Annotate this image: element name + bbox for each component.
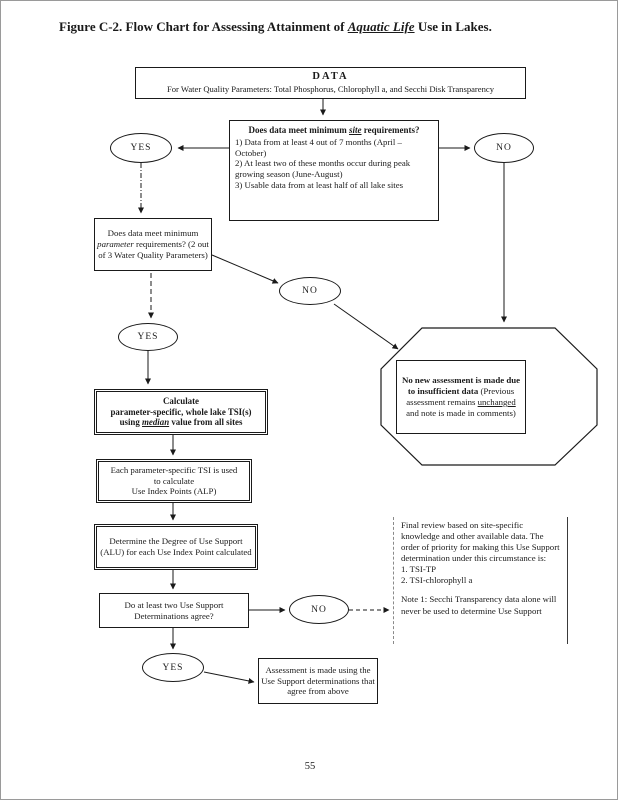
figure-title: Figure C-2. Flow Chart for Assessing Att… (59, 19, 579, 35)
no-assessment-box: No new assessment is made due to insuffi… (396, 360, 526, 434)
page-number: 55 (304, 761, 316, 772)
decision-oval-no-bottom: NO (289, 595, 349, 624)
figure-title-suffix: Use in Lakes. (414, 19, 492, 34)
decision-oval-no-top: NO (474, 133, 534, 163)
site-requirements-box: Does data meet minimum site requirements… (229, 120, 439, 221)
site-item-2: 2) At least two of these months occur du… (235, 158, 411, 180)
agree-text: Do at least two Use Support Determinatio… (124, 599, 224, 621)
site-question-suffix: requirements? (361, 125, 420, 135)
agreement-question-box: Do at least two Use Support Determinatio… (99, 593, 249, 628)
data-box-subtitle: For Water Quality Parameters: Total Phos… (166, 84, 495, 95)
review-notes-para-2: Note 1: Secchi Transparency data alone w… (401, 594, 557, 616)
parameter-requirements-box: Does data meet minimum parameter require… (94, 218, 212, 271)
connector-parameter-to-no (211, 254, 279, 284)
calc-tsi-box: Calculate parameter-specific, whole lake… (94, 389, 268, 435)
parameter-question-suffix: requirements? (2 out of 3 Water Quality … (98, 239, 209, 260)
review-notes-para-1: Final review based on site-specific know… (401, 520, 560, 564)
decision-oval-yes-mid: YES (118, 323, 178, 351)
alp-line-3: Use Index Points (ALP) (131, 486, 217, 497)
final-assessment-text: Assessment is made using the Use Support… (261, 664, 375, 697)
calc-line-3-suffix: value from all sites (169, 417, 243, 428)
site-item-3: 3) Usable data from at least half of all… (235, 179, 404, 190)
calc-line-1: Calculate (163, 395, 199, 406)
calc-line-3-prefix: using (119, 417, 143, 428)
degree-of-use-support-box: Determine the Degree of Use Support (ALU… (94, 524, 258, 570)
figure-title-prefix: Figure C-2. Flow Chart for Assessing Att… (59, 19, 348, 34)
decision-oval-no-mid: NO (279, 277, 341, 305)
no-assessment-emphasis: unchanged (477, 397, 516, 407)
parameter-question-prefix: Does data meet minimum (107, 228, 199, 239)
calc-line-3: using median value from all sites (120, 417, 243, 428)
connector-no-to-octagon (333, 303, 399, 350)
figure-title-emphasis: Aquatic Life (347, 19, 415, 34)
alp-line-1: Each parameter-specific TSI is used (110, 464, 238, 475)
parameter-question: Does data meet minimum parameter require… (97, 228, 209, 260)
connector-yes-to-final (203, 671, 255, 684)
calc-line-2: parameter-specific, whole lake TSI(s) (110, 406, 252, 417)
review-notes-item-1: 1. TSI-TP (401, 564, 437, 575)
data-box-heading: DATA (312, 71, 349, 83)
calc-line-3-emphasis: median (142, 417, 170, 428)
final-assessment-box: Assessment is made using the Use Support… (258, 658, 378, 704)
parameter-question-emphasis: parameter (97, 239, 134, 250)
site-question-prefix: Does data meet minimum (248, 125, 350, 135)
review-notes-item-2: 2. TSI-chlorophyll a (401, 575, 473, 586)
site-question-emphasis: site (349, 125, 362, 135)
alp-line-2: to calculate (153, 475, 195, 486)
no-assessment-text: No new assessment is made due to insuffi… (399, 375, 523, 419)
decision-oval-yes-bottom: YES (142, 653, 204, 682)
no-assessment-bold: No new assessment is made due to insuffi… (401, 375, 521, 397)
no-assessment-suffix: and note is made in comments) (406, 407, 516, 418)
use-index-points-box: Each parameter-specific TSI is used to c… (96, 459, 252, 503)
review-notes: Final review based on site-specific know… (393, 517, 568, 644)
decision-oval-yes-top: YES (110, 133, 172, 163)
no-assessment-prefix: (Previous assessment remains (406, 386, 515, 407)
data-box: DATA For Water Quality Parameters: Total… (135, 67, 526, 99)
review-notes-gap (401, 586, 561, 594)
site-item-1: 1) Data from at least 4 out of 7 months … (235, 136, 402, 158)
site-question: Does data meet minimum site requirements… (235, 125, 433, 136)
alu-text: Determine the Degree of Use Support (ALU… (100, 536, 252, 557)
